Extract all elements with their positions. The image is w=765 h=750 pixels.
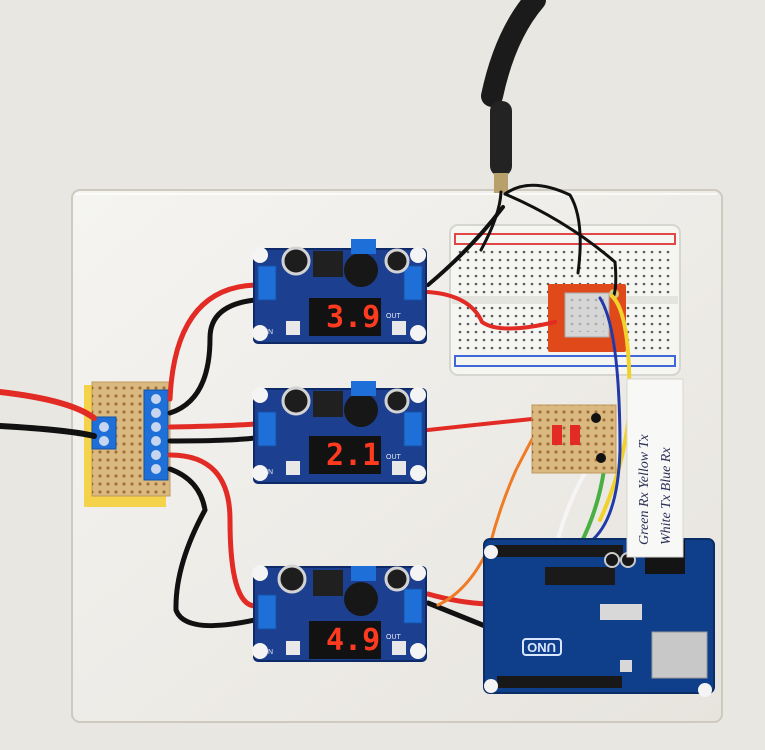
buck-converter-bottom: 4.9 IN OUT — [252, 564, 427, 662]
gsm-module — [548, 284, 626, 352]
middle-in-label: IN — [266, 469, 273, 476]
terminal-block-left-input — [91, 416, 117, 450]
terminal-block-left-output — [143, 389, 169, 481]
middle-out-label: OUT — [386, 454, 402, 461]
top-voltage-display: 3.9 — [326, 300, 380, 335]
black-to-bottom-converter — [167, 466, 258, 629]
bottom-in-label: IN — [266, 649, 273, 656]
level-shifter-perfboard — [531, 404, 617, 474]
bottom-out-label: OUT — [386, 634, 402, 641]
buck-converter-middle: 2.1 IN OUT — [252, 381, 427, 484]
black-supply-wire — [0, 423, 97, 439]
arduino-logo: UNO — [527, 640, 556, 655]
black-to-middle-converter — [167, 435, 258, 444]
red-supply-wire — [0, 389, 97, 421]
antenna-black-lead-2 — [503, 183, 582, 275]
top-output-red — [426, 290, 557, 331]
black-to-top-converter — [167, 297, 258, 416]
top-out-label: OUT — [386, 313, 402, 320]
red-to-bottom-converter — [167, 452, 258, 609]
arduino-uno-board: UNO — [483, 538, 715, 697]
antenna — [481, 0, 546, 193]
note-line-2: White Tx Blue Rx — [659, 447, 674, 545]
note-line-1: Green Rx Yellow Tx — [637, 434, 652, 545]
red-to-top-converter — [167, 282, 258, 402]
antenna-black-lead-1 — [479, 190, 503, 252]
blue-data-wire — [588, 296, 622, 544]
handwritten-wire-note: Green Rx Yellow Tx White Tx Blue Rx — [626, 378, 684, 558]
orange-signal-wire — [436, 419, 544, 607]
bottom-voltage-display: 4.9 — [326, 623, 380, 658]
antenna-black-lead-3 — [503, 192, 618, 297]
buck-converter-top: 3.9 IN OUT — [252, 239, 427, 344]
red-to-middle-converter — [167, 421, 258, 430]
middle-voltage-display: 2.1 — [326, 438, 380, 473]
top-in-label: IN — [266, 329, 273, 336]
middle-output-red — [426, 416, 544, 432]
